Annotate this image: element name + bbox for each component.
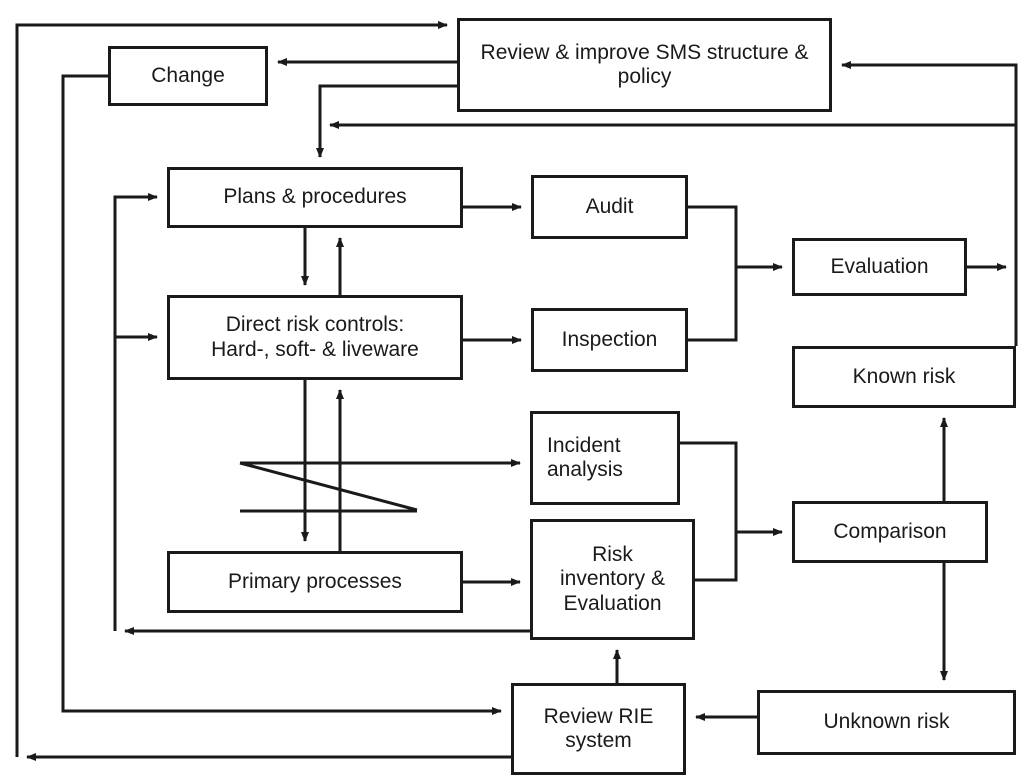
node-risk-inventory-evaluation[interactable]: Risk inventory & Evaluation <box>530 519 695 640</box>
node-comparison[interactable]: Comparison <box>792 501 988 563</box>
node-label: Inspection <box>561 327 658 351</box>
connector-change-to-review-rie <box>61 74 502 715</box>
node-label: Change <box>151 63 225 87</box>
connector-inspection-to-evaluation <box>688 267 738 342</box>
node-audit[interactable]: Audit <box>531 175 688 239</box>
node-review-rie[interactable]: Review RIE system <box>511 683 686 775</box>
node-direct-risk-controls[interactable]: Direct risk controls: Hard-, soft- & liv… <box>167 295 463 380</box>
node-primary-processes[interactable]: Primary processes <box>167 551 463 613</box>
connector-left-bus-to-plans <box>113 193 158 631</box>
node-label: Review RIE system <box>543 704 654 752</box>
connector-incident-squiggle-diagonal <box>239 461 418 512</box>
node-label: Plans & procedures <box>223 185 407 209</box>
node-evaluation[interactable]: Evaluation <box>792 238 967 296</box>
connector-review-sms-to-plans <box>316 84 457 158</box>
node-plans-procedures[interactable]: Plans & procedures <box>167 167 463 228</box>
node-label: Comparison <box>833 519 947 543</box>
node-label: Incident analysis <box>547 433 623 481</box>
node-unknown-risk[interactable]: Unknown risk <box>757 690 1016 755</box>
node-label: Primary processes <box>228 569 402 593</box>
node-incident-analysis[interactable]: Incident analysis <box>530 411 680 505</box>
connector-right-bus-to-review-sms <box>841 61 1018 346</box>
connector-incident-analysis-to-comparison <box>680 441 738 532</box>
node-label: Unknown risk <box>823 710 950 734</box>
connector-audit-to-evaluation <box>688 205 738 267</box>
node-label: Known risk <box>852 364 956 388</box>
node-label: Audit <box>585 194 634 218</box>
node-label: Evaluation <box>830 254 929 278</box>
node-label: Risk inventory & Evaluation <box>559 542 666 615</box>
connector-outer-left-bus-to-review-sms <box>15 21 448 757</box>
node-change[interactable]: Change <box>108 46 268 106</box>
node-label: Review & improve SMS structure & policy <box>480 40 809 88</box>
node-known-risk[interactable]: Known risk <box>792 346 1016 408</box>
connector-risk-inventory-to-comparison <box>695 532 738 582</box>
node-inspection[interactable]: Inspection <box>531 308 688 372</box>
node-review-sms[interactable]: Review & improve SMS structure & policy <box>457 18 832 112</box>
node-label: Direct risk controls: Hard-, soft- & liv… <box>211 313 419 361</box>
